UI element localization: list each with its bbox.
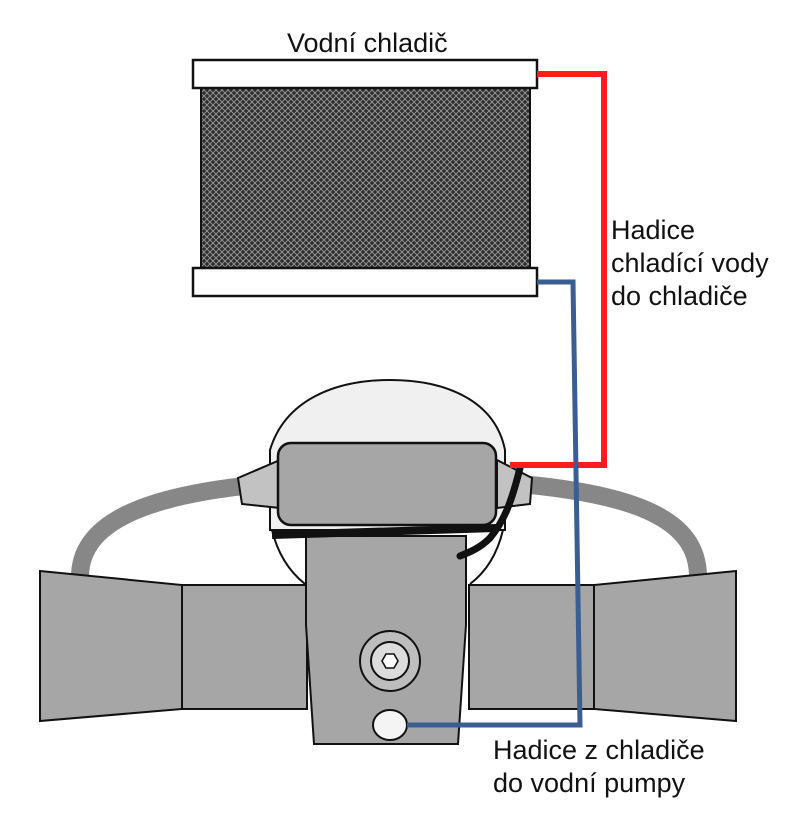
cooler-top-tank — [191, 58, 539, 90]
hot-hose — [510, 71, 607, 468]
pump-inlet — [372, 709, 408, 741]
cooler-label: Vodní chladič — [287, 28, 448, 58]
cooler-bottom-tank — [191, 266, 539, 298]
cylinder-head — [276, 441, 498, 527]
hot-hose-label: Hadice chladící vody do chladiče — [611, 215, 769, 311]
cooler-core — [200, 87, 531, 269]
left-cylinder-block — [181, 584, 308, 710]
engine-body — [39, 569, 737, 723]
right-cylinder-block — [468, 584, 595, 710]
right-wing — [593, 569, 737, 723]
cold-hose — [407, 279, 583, 728]
hex-socket-icon — [381, 653, 399, 669]
black-strap — [271, 524, 497, 539]
left-nozzle — [236, 458, 281, 510]
water-cooler — [191, 58, 539, 298]
bolt — [359, 630, 421, 692]
dome-lower-right — [469, 529, 504, 585]
cold-hose-label: Hadice z chladiče do vodní pumpy — [493, 735, 705, 798]
black-wire — [456, 464, 524, 560]
left-wing — [39, 569, 183, 723]
